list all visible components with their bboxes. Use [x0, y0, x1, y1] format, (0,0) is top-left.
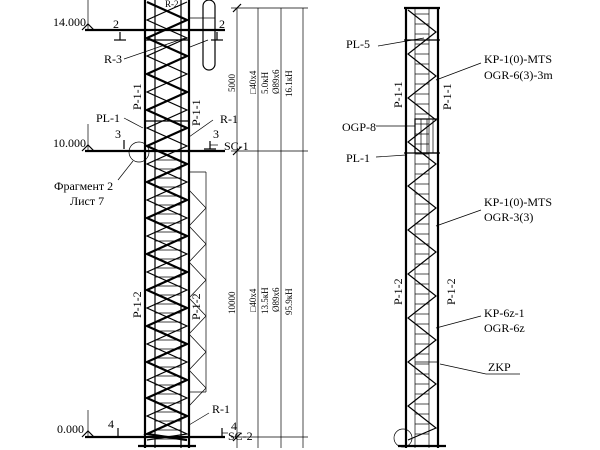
label-pl1-right: PL-1	[346, 151, 370, 165]
label-kp1-a: KP-1(0)-MTS	[484, 52, 552, 66]
section-4-left: 4	[108, 417, 114, 431]
label-pl1: PL-1	[96, 111, 120, 125]
label-fragment-line2: Лист 7	[70, 194, 104, 208]
label-right-p12-right: P-1-2	[444, 278, 458, 305]
kp6z-leader	[435, 315, 482, 329]
fragment-circle	[128, 141, 150, 163]
r1-upper-leader	[188, 119, 214, 138]
pl5-leader	[377, 37, 425, 47]
dim-lower-length: 10000	[227, 291, 237, 314]
right-ladder-rungs	[415, 13, 429, 435]
r1-lower-leader	[188, 412, 210, 426]
dim-lower-section: □40x4	[248, 288, 258, 312]
label-ogr6z: OGR-6z	[484, 321, 525, 335]
label-kp1-b: KP-1(0)-MTS	[484, 195, 552, 209]
dim-lower-pipe-force: 95.9кН	[284, 288, 294, 315]
cage-tie	[188, 225, 207, 245]
dim-lower-force: 13.5кН	[260, 287, 270, 314]
label-kp6z: KP-6z-1	[484, 306, 525, 320]
level-label-top: 14.000	[53, 15, 86, 29]
label-p12-right: P-1-2	[189, 293, 203, 320]
label-pl5: PL-5	[346, 37, 370, 51]
dim-slash-base	[232, 432, 242, 442]
dim-slash-top	[232, 3, 242, 13]
right-lattice	[407, 9, 438, 441]
dim-slash-mid	[232, 146, 242, 156]
section-4-right: 4	[231, 419, 237, 433]
label-right-p12-left: P-1-2	[391, 278, 405, 305]
pl1-leader	[123, 117, 144, 129]
label-sc1: SC-1	[224, 139, 249, 153]
zkp-leader	[439, 363, 487, 375]
cage-tie	[188, 189, 207, 209]
left-elevation: 14.000 10.000 0.000 2 2 3 3 4 4 R-3 PL-1	[53, 0, 308, 448]
label-right-p11-left: P-1-1	[391, 81, 405, 108]
s2-right-leader	[189, 39, 209, 48]
dim-upper-section: □40x4	[248, 70, 258, 94]
cage-tie	[188, 297, 207, 317]
cage-tie	[188, 387, 207, 407]
dim-upper-force: 5.0кН	[260, 71, 270, 94]
label-r3: R-3	[104, 52, 122, 66]
handrail-loop	[202, 0, 216, 71]
cage-tie	[188, 207, 207, 227]
r3-leader	[123, 37, 186, 60]
cage-tie	[188, 333, 207, 353]
label-p12-left: P-1-2	[130, 291, 144, 318]
label-top-mark: R-2	[165, 0, 179, 9]
label-ogp8: OGP-8	[342, 120, 376, 134]
section-2-right: 2	[219, 17, 225, 31]
kp1a-leader	[435, 62, 482, 81]
dim-upper-length: 5000	[227, 74, 237, 93]
dim-lower-pipe: Ø89x6	[271, 287, 281, 312]
section-3-left: 3	[115, 127, 121, 141]
label-r1-lower: R-1	[212, 402, 230, 416]
section-3-right: 3	[213, 127, 219, 141]
label-ogr3-3: OGR-3(3)	[484, 210, 533, 224]
right-elevation: PL-5 OGP-8 PL-1 KP-1(0)-MTS OGR-6(3)-3m …	[342, 6, 553, 448]
kp1b-leader	[435, 209, 482, 227]
cage-tie	[188, 243, 207, 263]
label-fragment-line1: Фрагмент 2	[54, 179, 113, 193]
left-lattice	[143, 0, 190, 442]
fragment-leader	[117, 160, 134, 181]
label-p11-right: P-1-1	[189, 99, 203, 126]
cage-tie	[188, 369, 207, 389]
label-zkp: ZKP	[488, 360, 511, 374]
level-label-mid: 10.000	[53, 136, 86, 150]
cage-ties	[188, 189, 207, 407]
cage-tie	[188, 261, 207, 281]
pl1-right-leader	[375, 154, 407, 158]
section-2-left: 2	[113, 17, 119, 31]
dim-upper-pipe-force: 16.1кН	[284, 70, 294, 97]
cage-tie	[188, 315, 207, 335]
label-p11-left: P-1-1	[130, 83, 144, 110]
right-base-circle	[393, 428, 413, 448]
right-lattice-zigzag	[407, 9, 438, 441]
label-r1-upper: R-1	[220, 112, 238, 126]
level-label-base: 0.000	[57, 422, 84, 436]
cage-tie	[188, 279, 207, 299]
label-ogr6-3: OGR-6(3)-3m	[484, 68, 553, 82]
lattice-zigzag-left-back	[145, 1, 190, 441]
left-ladder-rungs	[155, 159, 181, 440]
dim-upper-pipe: Ø89x6	[271, 69, 281, 94]
label-sc2: SC-2	[228, 429, 253, 443]
cage-tie	[188, 351, 207, 371]
label-right-p11-right: P-1-1	[440, 83, 454, 110]
